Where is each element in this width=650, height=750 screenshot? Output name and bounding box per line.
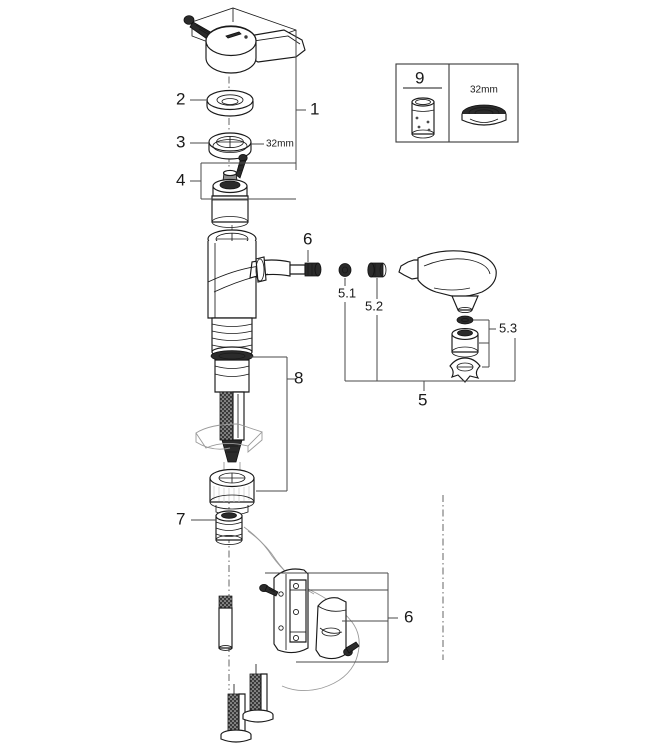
part-6-hose-segment (218, 595, 233, 651)
part-5-spray-head (398, 250, 497, 314)
callout-label-5: 5 (418, 390, 427, 409)
inset-label-9: 9 (415, 68, 424, 87)
callout-label-6-top: 6 (303, 229, 312, 248)
callout-8-bracket (250, 356, 296, 492)
inset-label-32mm: 32mm (470, 85, 498, 96)
part-7-hose-coupling (215, 510, 243, 546)
part-2-handle-cap (206, 89, 254, 117)
callout-4-bracket (190, 162, 296, 200)
part-1-faucet-body (207, 229, 291, 358)
dimension-label-32mm-ring: 32mm (266, 139, 294, 150)
callout-label-4: 4 (176, 170, 185, 189)
callout-label-8: 8 (294, 368, 303, 387)
mounting-studs (220, 664, 274, 743)
callout-label-5-3: 5.3 (499, 320, 517, 335)
callout-label-3: 3 (176, 132, 185, 151)
inset-sealing-ring (461, 104, 507, 126)
callout-5-3-bracket (473, 319, 496, 368)
callout-1-bracket (295, 32, 306, 170)
callout-5-bracket (344, 302, 516, 391)
callout-label-1: 1 (310, 99, 319, 118)
callout-label-2: 2 (176, 89, 185, 108)
callout-label-7: 7 (176, 509, 185, 528)
callout-label-5-2: 5.2 (365, 298, 383, 313)
part-8-mounting-shank (195, 350, 263, 516)
part-6-weight-clamp (259, 568, 360, 660)
part-1-lever-handle (183, 7, 306, 74)
inset-cartridge-sleeve (411, 97, 435, 139)
callout-6-bottom-bracket (265, 572, 398, 663)
part-5-2-hose-connector (367, 262, 387, 278)
part-4-cartridge (211, 169, 249, 228)
service-kit-inset-box: 9 32mm (395, 63, 519, 143)
part-6-hose-nipple (289, 262, 322, 277)
explosion-axis-group (228, 62, 478, 690)
part-4-set-screw (235, 153, 248, 179)
part-5-3-aerator-set (449, 315, 481, 383)
callout-label-6-bottom: 6 (404, 607, 413, 626)
part-5-1-hose-seal (338, 263, 352, 277)
callout-label-5-1: 5.1 (338, 285, 356, 300)
